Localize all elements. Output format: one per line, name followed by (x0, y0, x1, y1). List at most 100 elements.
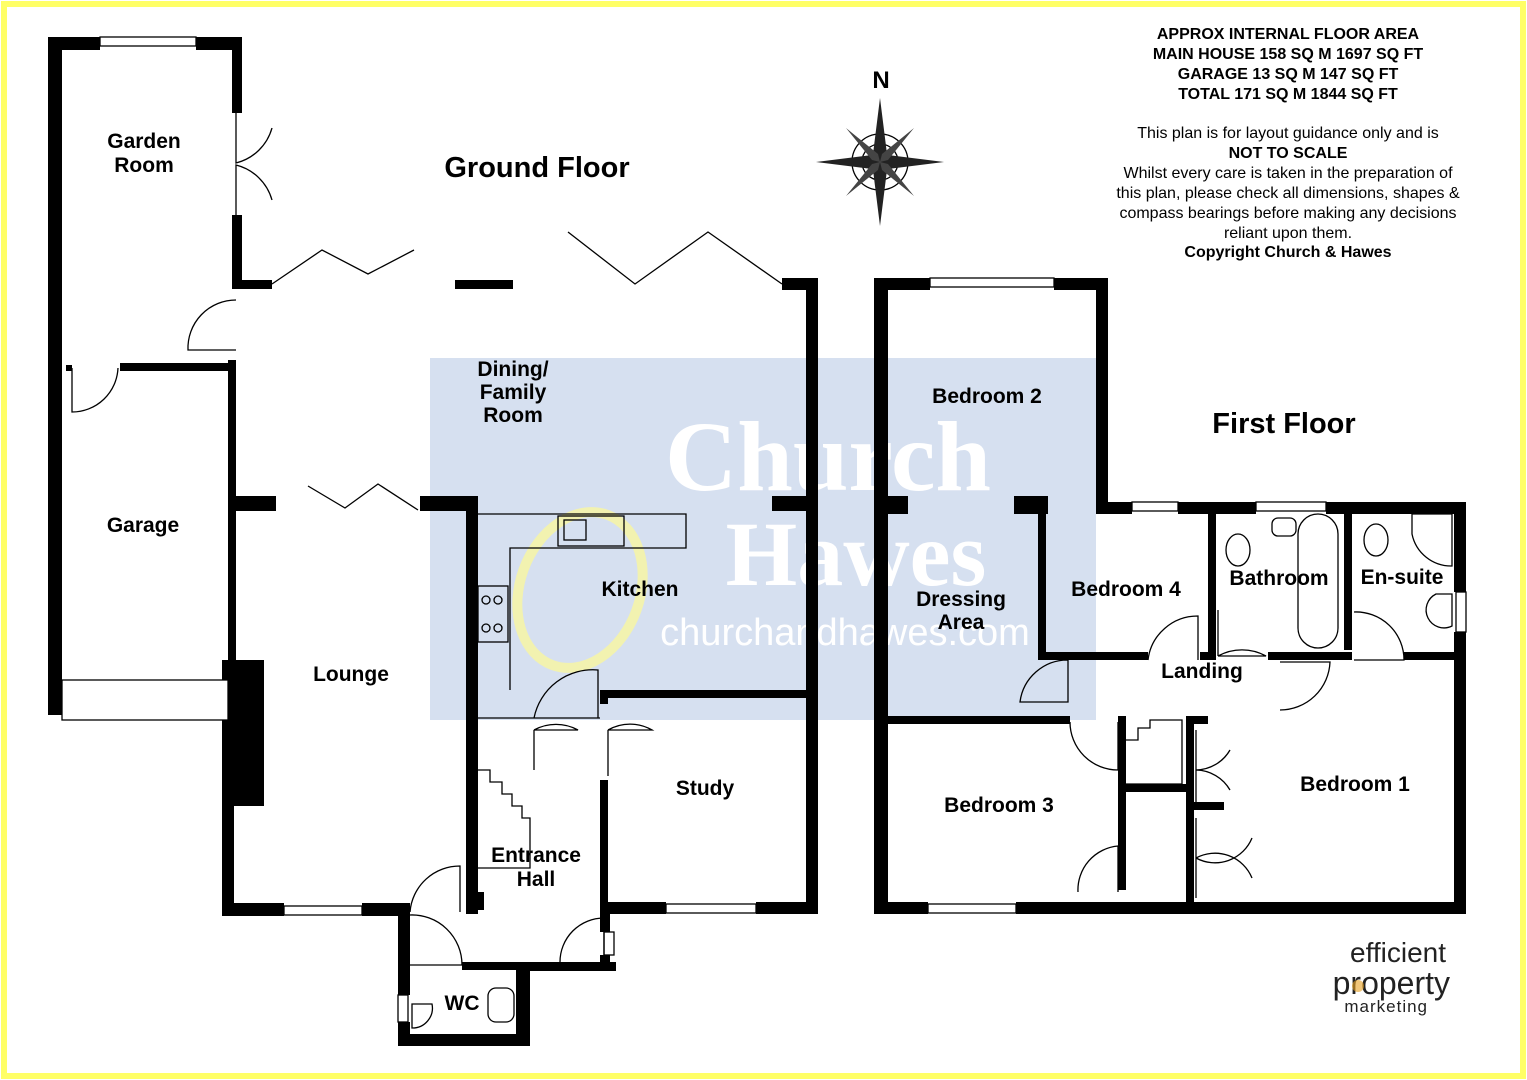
compass-north-label: N (872, 67, 889, 94)
ground-floor-walls (48, 37, 818, 1046)
wall (600, 690, 806, 698)
door-swing (1069, 721, 1119, 771)
logo-marketing: marketing (1344, 997, 1428, 1016)
door-swing (533, 669, 599, 719)
door-swing (1147, 615, 1199, 661)
wall (600, 780, 608, 910)
first-floor-walls (874, 278, 1466, 914)
door-swing (187, 299, 237, 351)
wall (1014, 496, 1048, 514)
basin (1425, 593, 1453, 629)
room-label-bedroom-2: Bedroom 2 (932, 385, 1042, 408)
wall (756, 902, 818, 914)
door-swing (1353, 611, 1405, 661)
wall (1118, 784, 1192, 792)
room-label-wc: WC (445, 992, 480, 1015)
disclaimer: This plan is for layout guidance only an… (1116, 125, 1460, 261)
room-label-dining: Dining/ (477, 358, 548, 381)
wall (1096, 502, 1132, 514)
door-swing (607, 723, 655, 776)
room-label-garden-room: Room (114, 154, 174, 177)
room-label-bedroom-1: Bedroom 1 (1300, 773, 1410, 796)
wall (455, 280, 513, 289)
room-label-garage: Garage (107, 514, 179, 537)
toilet (1225, 533, 1251, 567)
room-label-lounge: Lounge (313, 663, 389, 686)
room-label-bedroom-3: Bedroom 3 (944, 794, 1054, 817)
toilet (1363, 523, 1389, 557)
wall (600, 690, 608, 704)
epm-logo: efficient property marketing (1333, 937, 1450, 1016)
wall (1054, 278, 1108, 290)
wall (1208, 510, 1216, 660)
wall (420, 496, 478, 511)
watermark-url: churchandhawes.com (660, 612, 1030, 654)
compass-point (880, 128, 914, 162)
wall (806, 278, 818, 914)
wall (600, 955, 610, 971)
wall (600, 902, 666, 914)
kitchen-units (478, 513, 687, 690)
wall (888, 496, 908, 514)
door-swing (1077, 845, 1119, 893)
logo-property: property (1333, 965, 1450, 1001)
window (1455, 591, 1467, 633)
room-label-dressing-area: Dressing (916, 588, 1006, 611)
wall (232, 37, 242, 113)
room-label-bedroom-4: Bedroom 4 (1071, 578, 1181, 601)
hob-ring (481, 595, 491, 605)
area-title: APPROX INTERNAL FLOOR AREA (1157, 26, 1420, 43)
room-label-dining: Room (483, 404, 543, 427)
door-swing (409, 914, 463, 966)
window (99, 36, 197, 47)
wall (476, 892, 484, 910)
wall (1194, 716, 1208, 724)
wall (1194, 802, 1224, 810)
wall (232, 280, 272, 289)
compass-point (873, 162, 887, 226)
door-swing (1019, 659, 1069, 703)
door-swing (559, 917, 605, 963)
wall (1096, 278, 1108, 506)
wall (120, 363, 236, 371)
room-label-dressing-area: Area (938, 611, 985, 634)
wall (772, 496, 806, 511)
wall (48, 37, 100, 50)
first-floor-title: First Floor (1212, 408, 1355, 440)
wall (1268, 652, 1352, 660)
room-label-kitchen: Kitchen (601, 578, 678, 601)
compass-point (873, 98, 887, 162)
wall (1454, 632, 1466, 914)
wall (1118, 716, 1126, 890)
toilet (487, 987, 515, 1023)
wall (600, 910, 610, 932)
compass-point (880, 155, 944, 169)
wall (1454, 502, 1466, 592)
wall (516, 965, 530, 1045)
wall (1344, 510, 1352, 650)
window (603, 931, 615, 956)
window (1255, 501, 1327, 512)
hob-ring (493, 623, 503, 633)
wall (48, 37, 62, 715)
hob-ring (493, 595, 503, 605)
wall (228, 360, 236, 718)
sink (557, 515, 625, 547)
wall (516, 962, 616, 971)
door-swing (533, 723, 579, 770)
room-label-dining: Family (480, 381, 547, 404)
area-info: APPROX INTERNAL FLOOR AREA MAIN HOUSE 15… (1153, 26, 1424, 103)
basin (411, 1003, 434, 1029)
wall (1038, 510, 1046, 660)
wardrobe-door (1195, 818, 1253, 898)
wall (196, 37, 242, 50)
room-label-entrance-hall: Entrance (491, 844, 581, 867)
area-main-house: MAIN HOUSE 158 SQ M 1697 SQ FT (1153, 46, 1424, 63)
window (929, 277, 1055, 288)
compass-point (816, 155, 880, 169)
wall (222, 903, 284, 916)
area-garage: GARAGE 13 SQ M 147 SQ FT (1178, 66, 1399, 83)
wall (874, 278, 930, 290)
